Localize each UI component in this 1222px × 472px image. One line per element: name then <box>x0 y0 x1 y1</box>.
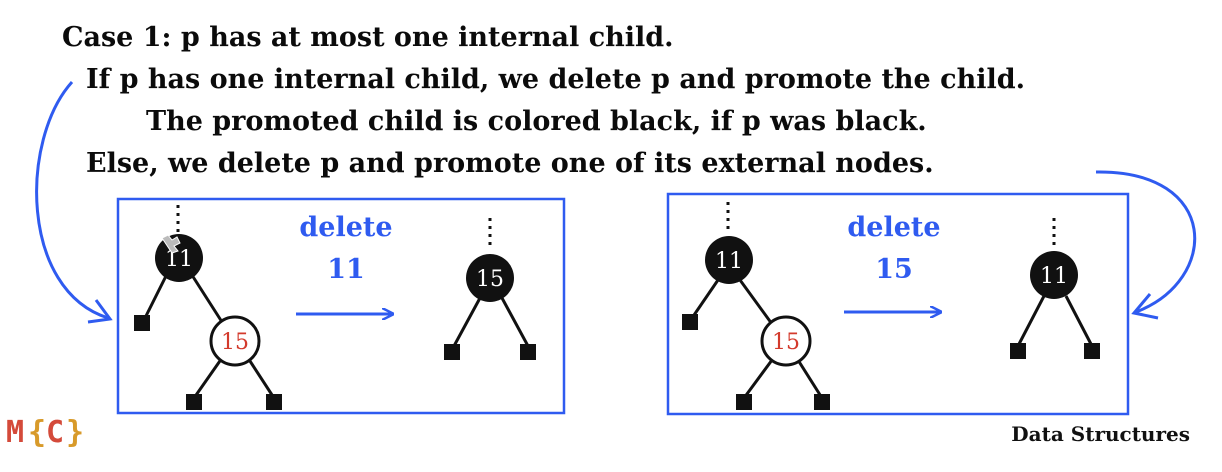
black-node <box>466 254 514 302</box>
external-node <box>186 394 202 410</box>
node-label: 11 <box>715 249 743 274</box>
heading-line-2: If p has one internal child, we delete p… <box>86 64 1025 95</box>
example-1-panel: 11 15 delete 11 15 <box>116 197 566 415</box>
external-node <box>814 394 830 410</box>
example-2-frame <box>666 192 1130 416</box>
example-1-op-label: delete <box>299 212 392 243</box>
logo-brace-right: } <box>66 415 84 450</box>
example-2-before-tree: 11 15 <box>682 202 830 410</box>
example-2-after-tree: 11 <box>1010 218 1100 359</box>
tree-edge <box>246 357 276 399</box>
external-node <box>736 394 752 410</box>
curved-arrow-left <box>35 81 109 320</box>
external-node <box>1084 343 1100 359</box>
tree-edge <box>690 279 720 319</box>
red-node <box>760 315 812 367</box>
example-1-before-tree: 11 15 <box>134 205 282 410</box>
external-node <box>444 344 460 360</box>
example-1-op-value: 11 <box>327 254 365 285</box>
node-label: 15 <box>221 330 249 355</box>
tree-edge <box>1016 295 1046 347</box>
tree-edge <box>188 271 224 323</box>
node-label: 15 <box>476 267 504 292</box>
heading-line-3: The promoted child is colored black, if … <box>146 106 927 137</box>
external-node <box>1010 343 1026 359</box>
curved-arrow-left-head <box>87 299 113 324</box>
curved-arrow-right <box>1095 170 1197 314</box>
tree-edge <box>796 359 824 399</box>
external-node <box>266 394 282 410</box>
mc-logo: M { C } <box>6 415 84 450</box>
tree-edge <box>142 271 170 321</box>
heading-line-4: Else, we delete p and promote one of its… <box>86 148 934 179</box>
logo-letter-c: C <box>46 415 64 450</box>
tree-edge <box>500 297 530 347</box>
tree-edge <box>742 359 774 399</box>
black-node <box>705 236 753 284</box>
heading-line-1: Case 1: p has at most one internal child… <box>62 22 674 53</box>
logo-brace-left: { <box>28 415 46 450</box>
red-node <box>209 315 261 367</box>
node-label: 15 <box>772 330 800 355</box>
tree-edge <box>192 357 224 399</box>
curved-arrow-right-head <box>1131 293 1159 320</box>
tree-edge <box>738 279 774 325</box>
external-node <box>134 315 150 331</box>
example-2-op-value: 15 <box>875 254 913 285</box>
tree-edge <box>452 297 482 347</box>
black-node <box>1030 251 1078 299</box>
example-2-panel: 11 15 delete 15 11 <box>666 192 1130 416</box>
external-node <box>520 344 536 360</box>
example-1-after-tree: 15 <box>444 218 536 360</box>
cursor-icon <box>161 234 181 254</box>
node-label: 11 <box>1040 264 1068 289</box>
node-label: 11 <box>165 247 193 272</box>
tree-edge <box>1064 295 1094 347</box>
external-node <box>682 314 698 330</box>
example-1-frame <box>116 197 566 415</box>
example-2-op-label: delete <box>847 212 940 243</box>
logo-letter-m: M <box>6 415 24 450</box>
course-label: Data Structures <box>1011 422 1190 446</box>
